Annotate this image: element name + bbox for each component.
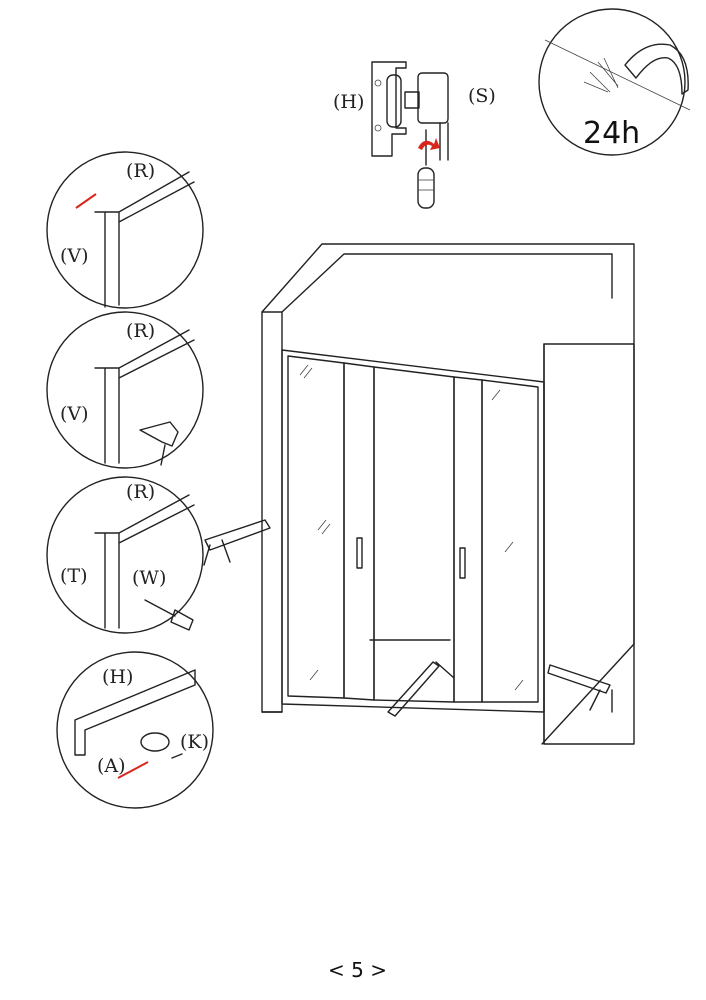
label-r: (R) (126, 481, 155, 503)
page-number: < 5 > (328, 958, 387, 982)
handle-left (356, 537, 363, 569)
silicone-gun-icon (387, 661, 455, 717)
label-h: (H) (102, 666, 133, 688)
detail-circle-4: (H) (A) (K) (56, 651, 214, 809)
detail-circle-1: (R) (V) (46, 151, 204, 309)
silicone-gun-icon (203, 519, 271, 566)
rotate-arrow-icon (418, 138, 440, 150)
label-s: (S) (468, 85, 496, 107)
detail-circle-2: (R) (V) (46, 311, 204, 469)
wait-time-text: 24h (583, 116, 640, 151)
handle-right (459, 547, 466, 579)
screwdriver-icon (144, 599, 194, 631)
label-r: (R) (126, 160, 155, 182)
shower-head-icon (624, 43, 689, 95)
label-t: (T) (60, 565, 88, 587)
hanger-roller-detail: (H) (S) (333, 61, 496, 209)
label-v: (V) (60, 403, 89, 425)
roller-spacer (140, 732, 170, 752)
screw-icon (171, 753, 183, 759)
detail-circle-3: (R) (T) (W) (46, 476, 204, 634)
label-k: (K) (180, 731, 209, 753)
label-r: (R) (126, 320, 155, 342)
silicone-gun-icon (547, 664, 613, 713)
label-v: (V) (60, 245, 89, 267)
shower-enclosure (203, 243, 635, 745)
label-a: (A) (97, 755, 126, 777)
label-h: (H) (333, 91, 364, 113)
slide-arrow-icon (117, 761, 149, 779)
cure-time-badge: 24h (538, 8, 691, 156)
slide-arrow-icon (75, 193, 97, 209)
label-w: (W) (132, 567, 166, 589)
drill-icon (139, 421, 179, 466)
